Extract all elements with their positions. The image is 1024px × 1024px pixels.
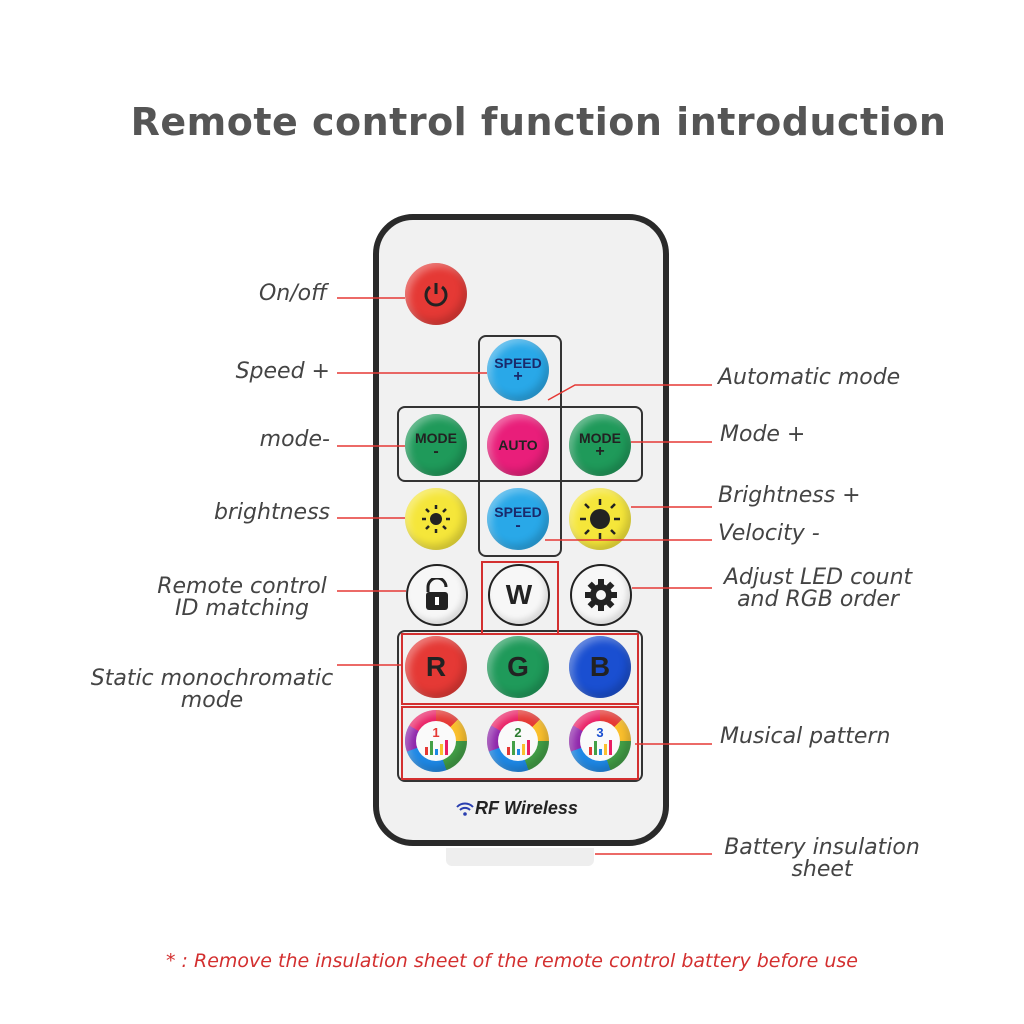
mode-group-outline [397, 406, 643, 482]
label-on-off: On/off [258, 281, 327, 306]
label-mode-minus: mode- [259, 427, 330, 452]
mode-plus-button[interactable]: MODE+ [569, 414, 631, 476]
remote-id-button[interactable] [406, 564, 468, 626]
blue-button[interactable]: B [569, 636, 631, 698]
page-title: Remote control function introduction [130, 100, 947, 144]
power-icon [424, 283, 448, 307]
mode-minus-button[interactable]: MODE- [405, 414, 467, 476]
rgb-highlight [401, 633, 639, 705]
w-button[interactable]: W [488, 564, 550, 626]
gear-icon [585, 579, 617, 611]
green-button[interactable]: G [487, 636, 549, 698]
speed-group-outline [478, 335, 562, 557]
red-button[interactable]: R [405, 636, 467, 698]
label-brightness: brightness [213, 500, 330, 525]
label-remote-id: Remote control ID matching [157, 574, 327, 621]
sun-small-icon [422, 505, 450, 533]
label-brightness-plus: Brightness + [718, 483, 861, 508]
rgb-group-outline [397, 630, 643, 782]
brand-label: RF Wireless [455, 798, 578, 819]
equalizer-icon [424, 739, 448, 755]
auto-button[interactable]: AUTO [487, 414, 549, 476]
label-static-mode: Static monochromatic mode [90, 666, 334, 713]
label-musical-pattern: Musical pattern [720, 724, 891, 749]
battery-insulation-sheet [446, 848, 594, 866]
label-battery-sheet: Battery insulation sheet [724, 835, 920, 882]
unlock-icon [426, 578, 448, 610]
equalizer-icon [588, 739, 612, 755]
w-highlight [481, 561, 559, 635]
label-automatic-mode: Automatic mode [718, 365, 901, 390]
label-velocity-minus: Velocity - [718, 521, 820, 546]
label-adjust-led: Adjust LED count and RGB order [723, 565, 913, 612]
music-3-button[interactable]: 3 [569, 710, 631, 772]
speed-plus-button[interactable]: SPEED+ [487, 339, 549, 401]
footer-note: * : Remove the insulation sheet of the r… [166, 950, 858, 972]
equalizer-icon [506, 739, 530, 755]
line-automatic [547, 384, 712, 401]
music-highlight [401, 706, 639, 780]
label-mode-plus: Mode + [720, 422, 806, 447]
brightness-minus-button[interactable] [405, 488, 467, 550]
label-speed-plus: Speed + [235, 359, 330, 384]
speed-minus-button[interactable]: SPEED- [487, 488, 549, 550]
sun-large-icon [580, 499, 620, 539]
wifi-icon [456, 802, 474, 817]
music-2-button[interactable]: 2 [487, 710, 549, 772]
music-1-button[interactable]: 1 [405, 710, 467, 772]
power-button[interactable] [405, 263, 467, 325]
settings-button[interactable] [570, 564, 632, 626]
